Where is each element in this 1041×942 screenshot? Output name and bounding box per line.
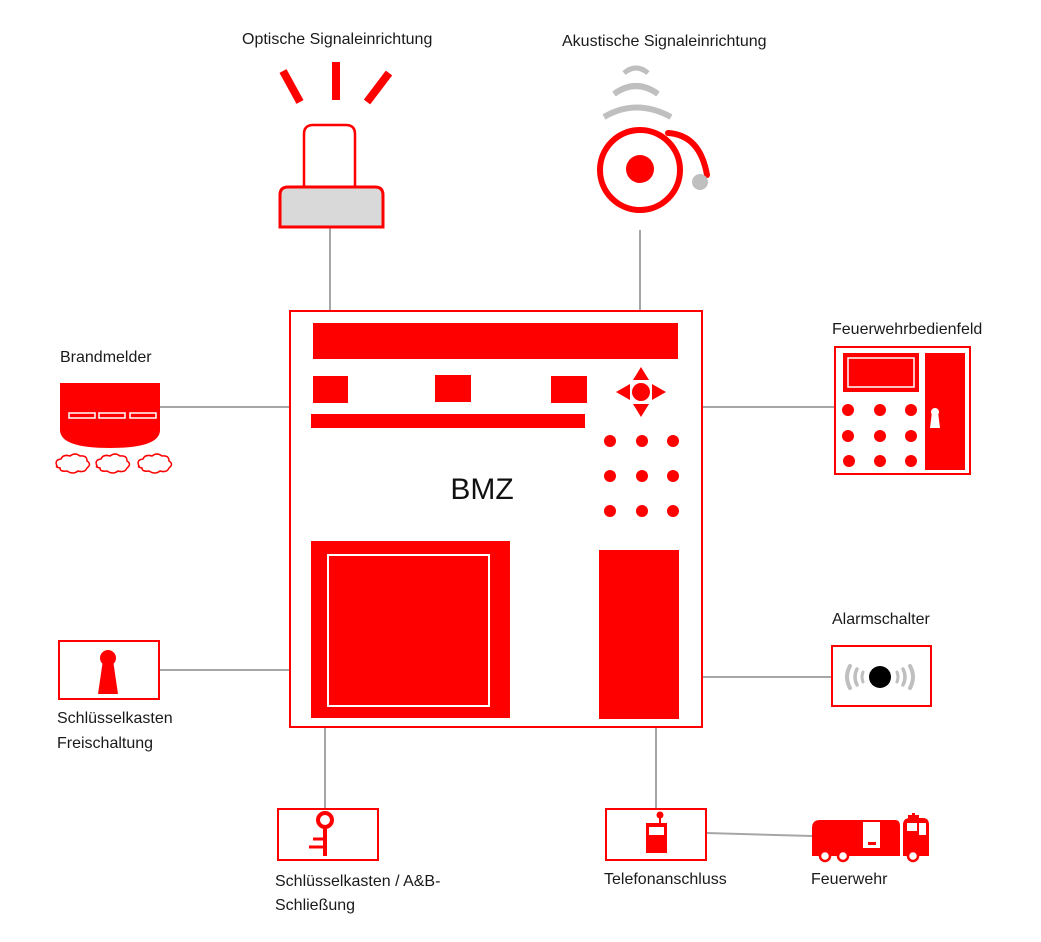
phone-transmitter-icon: [605, 808, 707, 861]
label-key-box-2: Schließung: [275, 897, 356, 914]
keyhole-icon: [58, 640, 160, 700]
key-icon: [277, 808, 379, 861]
bmz-label: BMZ: [450, 473, 513, 506]
fire-brigade-panel-icon: [834, 346, 971, 475]
bmz-button-2: [435, 375, 471, 402]
bmz-printer: [311, 541, 510, 718]
bmz-button-3: [551, 376, 587, 403]
bmz-button-1: [313, 376, 348, 403]
smoke-detector-icon: [55, 383, 173, 474]
bmz-status-bar: [311, 414, 585, 428]
fire-truck-icon: [812, 813, 929, 863]
label-detector: Brandmelder: [60, 349, 152, 366]
label-phone: Telefonanschluss: [604, 871, 727, 888]
label-fire-panel: Feuerwehrbedienfeld: [832, 321, 983, 338]
label-acoustic: Akustische Signaleinrichtung: [562, 33, 767, 50]
label-key-release-2: Freischaltung: [57, 735, 154, 752]
label-alarm-switch: Alarmschalter: [832, 611, 930, 628]
bmz-module: [599, 550, 679, 719]
nav-pad-icon: [616, 367, 666, 417]
label-key-release-1: Schlüsselkasten: [57, 710, 173, 727]
connectors: [160, 227, 835, 837]
label-key-box-1: Schlüsselkasten / A&B-: [275, 873, 441, 890]
bmz-display: [313, 323, 678, 359]
beacon-light-icon: [278, 62, 393, 229]
label-optical: Optische Signaleinrichtung: [242, 31, 433, 48]
alarm-button-icon: [831, 645, 932, 707]
alarm-bell-icon: [597, 65, 710, 213]
label-fire-brigade: Feuerwehr: [811, 871, 888, 888]
connector-fire-brigade: [705, 832, 813, 837]
bmz-keypad: [604, 435, 679, 517]
bmz-panel: BMZ: [289, 310, 703, 728]
